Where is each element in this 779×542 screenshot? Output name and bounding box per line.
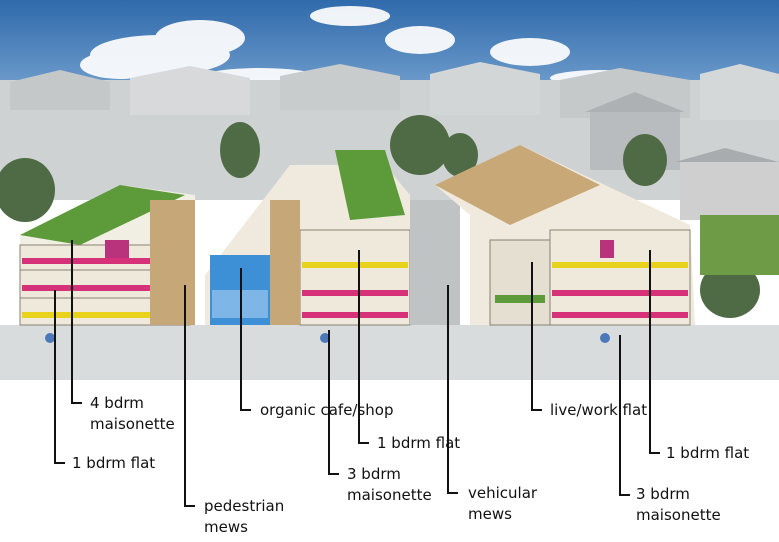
label-line: maisonette xyxy=(90,415,175,433)
label-pedestrian-mews: pedestrian mews xyxy=(204,496,284,538)
label-one-bdrm-flat-center: 1 bdrm flat xyxy=(377,434,461,452)
label-one-bdrm-flat-right: 1 bdrm flat xyxy=(666,444,750,462)
label-line: maisonette xyxy=(636,506,721,524)
label-line: 3 bdrm xyxy=(347,465,401,483)
label-line: 4 bdrm xyxy=(90,394,144,412)
left-block xyxy=(19,185,195,326)
housing-section-illustration xyxy=(0,0,779,380)
trees xyxy=(0,115,760,320)
label-live-work-flat: live/work flat xyxy=(550,401,648,419)
left-ground-marker xyxy=(45,333,55,343)
label-line: pedestrian xyxy=(204,497,285,515)
label-three-bdrm-maisonette-center: 3 bdrm maisonette xyxy=(347,464,432,506)
mews-gap xyxy=(410,200,460,325)
clouds xyxy=(80,6,650,88)
label-three-bdrm-maisonette-right: 3 bdrm maisonette xyxy=(636,484,721,526)
label-line: vehicular xyxy=(468,484,538,502)
label-line: mews xyxy=(204,518,248,536)
label-line: mews xyxy=(468,505,512,523)
label-line: maisonette xyxy=(347,486,432,504)
label-one-bdrm-flat-left: 1 bdrm flat xyxy=(72,454,156,472)
label-four-bdrm-maisonette: 4 bdrm maisonette xyxy=(90,393,175,435)
label-vehicular-mews: vehicular mews xyxy=(468,483,537,525)
label-line: 3 bdrm xyxy=(636,485,690,503)
street xyxy=(0,325,779,380)
label-organic-cafe-shop: organic cafe/shop xyxy=(260,401,394,419)
grass-right xyxy=(700,215,779,275)
